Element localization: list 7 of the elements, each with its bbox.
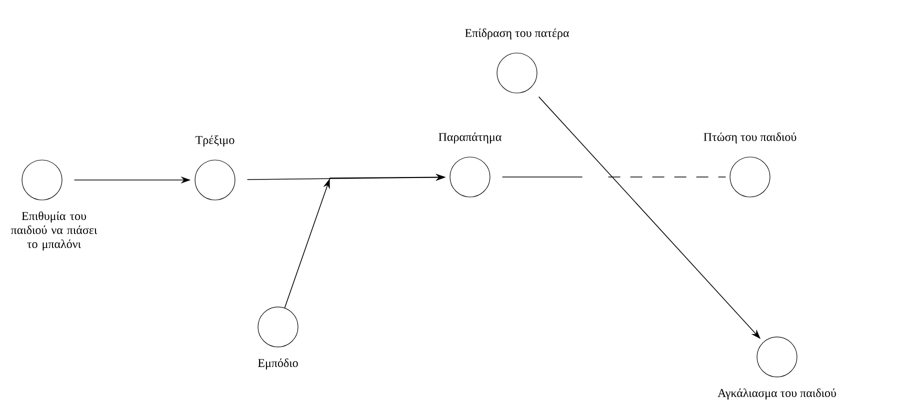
node-label: Εμπόδιο xyxy=(258,358,298,370)
node-label: Αγκάλιασμα του παιδιού xyxy=(718,388,836,400)
node-label: Πτώση του παιδιού xyxy=(704,132,796,144)
node-label: Επίδραση του πατέρα xyxy=(465,28,570,40)
node-label: Παραπάτημα xyxy=(438,132,502,144)
node-label: Τρέξιμο xyxy=(196,135,234,146)
node-label: Επιθυμία του παιδιού να πιάσει το μπαλόνι xyxy=(10,212,98,251)
